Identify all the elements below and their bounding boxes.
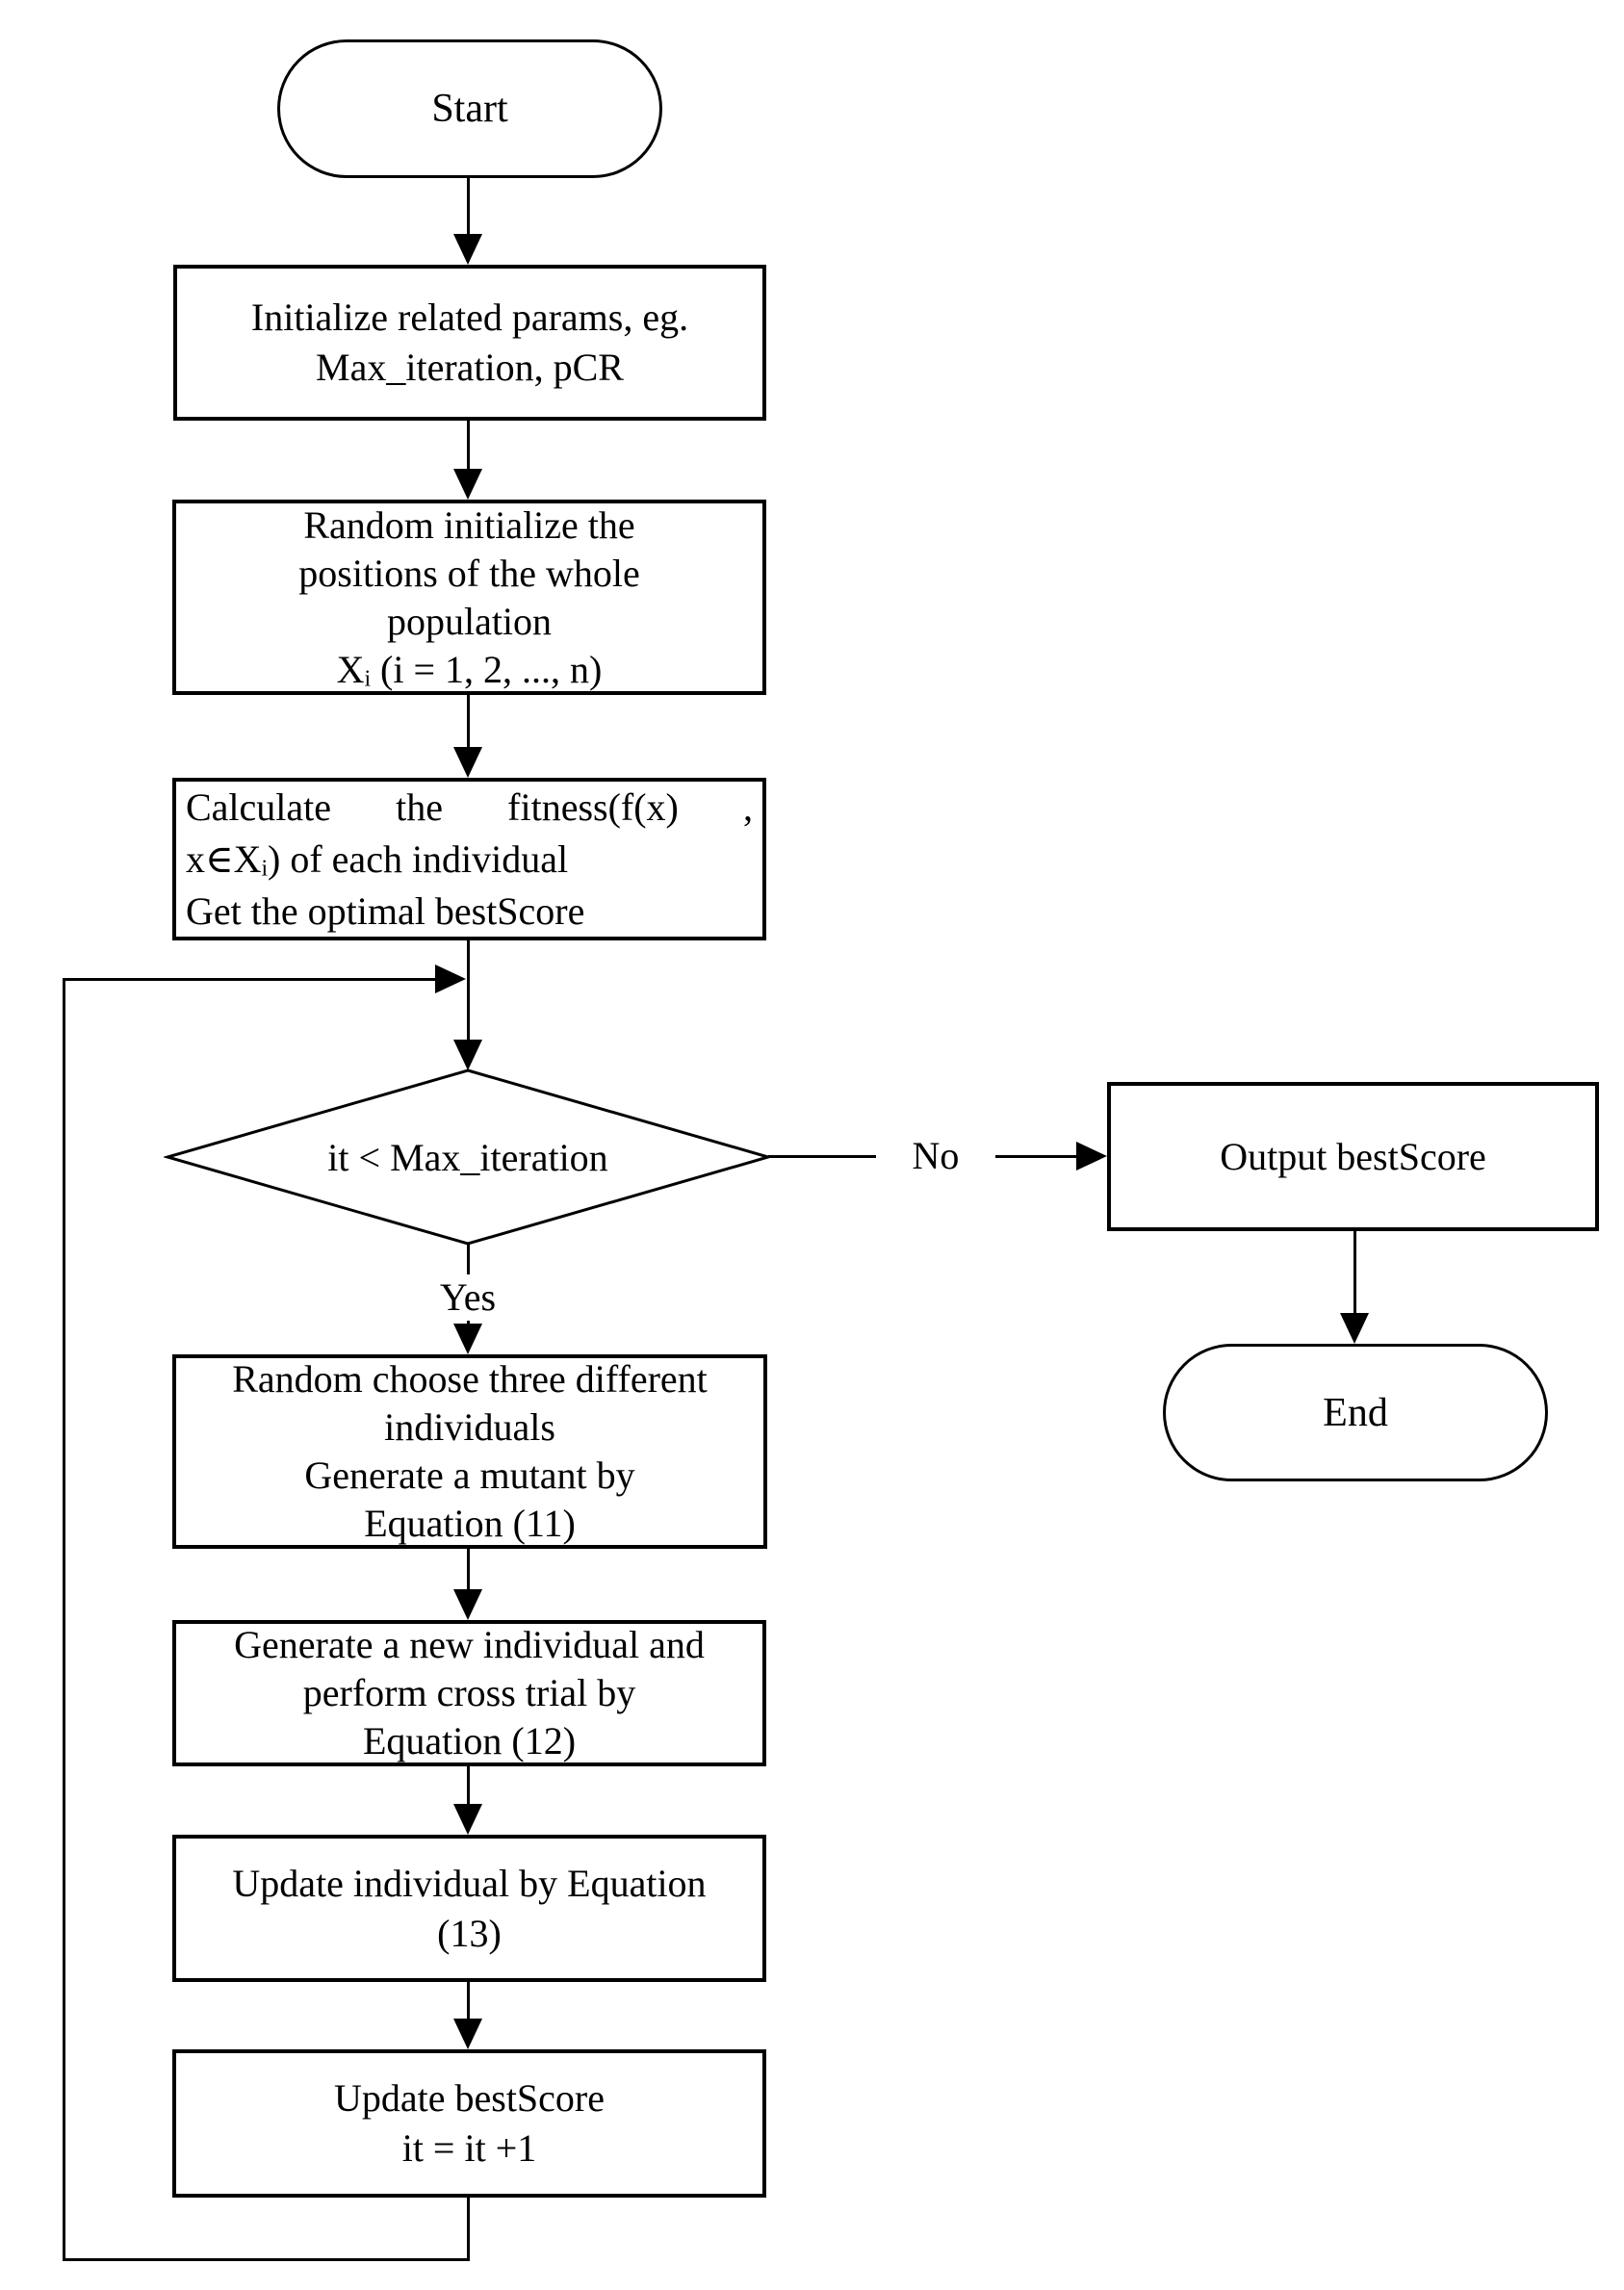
output-bestscore-process: Output bestScore <box>1107 1082 1599 1231</box>
cross-trial-process: Generate a new individual and perform cr… <box>172 1620 766 1766</box>
end-terminator: End <box>1163 1344 1548 1481</box>
arrowhead-right-icon <box>1076 1142 1107 1171</box>
update-bestscore-process: Update bestScore it = it +1 <box>172 2049 766 2198</box>
connector-line <box>1353 1231 1356 1319</box>
text-line: Calculate the fitness(f(x) , <box>186 785 753 829</box>
random-init-process: Random initialize the positions of the w… <box>172 500 766 695</box>
decision-label: it < Max_iteration <box>327 1135 608 1179</box>
start-label: Start <box>431 87 508 131</box>
text-line: Equation (12) <box>362 1719 577 1763</box>
text-line: (13) <box>437 1911 502 1955</box>
text-line: it = it +1 <box>401 2126 537 2170</box>
connector-line <box>467 1766 470 1810</box>
connector-line <box>467 421 470 474</box>
no-edge-label: No <box>876 1133 995 1179</box>
arrowhead-down-icon <box>453 1324 482 1354</box>
text-line: Equation (11) <box>364 1502 576 1545</box>
connector-line <box>467 177 470 237</box>
connector-line <box>467 1549 470 1592</box>
loop-line-left <box>63 978 65 2261</box>
text-line: Generate a new individual and <box>234 1623 705 1666</box>
start-terminator: Start <box>277 39 662 178</box>
arrowhead-down-icon <box>1340 1313 1369 1344</box>
arrowhead-right-icon <box>435 965 466 993</box>
text-line: perform cross trial by <box>302 1671 636 1714</box>
loop-line-bottom <box>63 2258 470 2261</box>
connector-line <box>467 940 470 1046</box>
connector-line <box>467 1244 470 1278</box>
arrowhead-down-icon <box>453 2019 482 2049</box>
arrowhead-down-icon <box>453 234 482 265</box>
connector-line <box>467 2198 470 2261</box>
arrowhead-down-icon <box>453 1804 482 1835</box>
end-label: End <box>1323 1390 1388 1435</box>
text-line: Generate a mutant by <box>304 1454 635 1497</box>
decision-node: it < Max_iteration <box>164 1067 772 1248</box>
text-line: Output bestScore <box>1220 1134 1486 1178</box>
yes-edge-label: Yes <box>404 1274 531 1321</box>
text-line: Xᵢ (i = 1, 2, ..., n) <box>336 647 603 691</box>
arrowhead-down-icon <box>453 1589 482 1620</box>
text-line: Random choose three different <box>232 1357 708 1401</box>
text-line: Initialize related params, eg. <box>250 296 689 339</box>
connector-line <box>467 695 470 753</box>
text-line: individuals <box>384 1405 555 1449</box>
arrowhead-down-icon <box>453 1040 482 1070</box>
text-line: positions of the whole <box>298 551 640 595</box>
text-line: x∈Xᵢ) of each individual <box>186 836 569 881</box>
arrowhead-down-icon <box>453 747 482 778</box>
text-line: Max_iteration, pCR <box>316 346 624 389</box>
arrowhead-down-icon <box>453 469 482 500</box>
mutant-process: Random choose three different individual… <box>172 1354 767 1549</box>
update-individual-process: Update individual by Equation (13) <box>172 1835 766 1982</box>
text-line: Update individual by Equation <box>232 1861 707 1905</box>
calc-fitness-process: Calculate the fitness(f(x) , x∈Xᵢ) of ea… <box>172 778 766 940</box>
loop-line-top <box>64 978 439 981</box>
init-params-process: Initialize related params, eg. Max_itera… <box>173 265 766 421</box>
text-line: Update bestScore <box>333 2076 605 2120</box>
text-line: Get the optimal bestScore <box>186 888 585 933</box>
connector-line <box>467 1982 470 2022</box>
text-line: Random initialize the <box>303 502 635 547</box>
text-line: population <box>386 599 553 643</box>
